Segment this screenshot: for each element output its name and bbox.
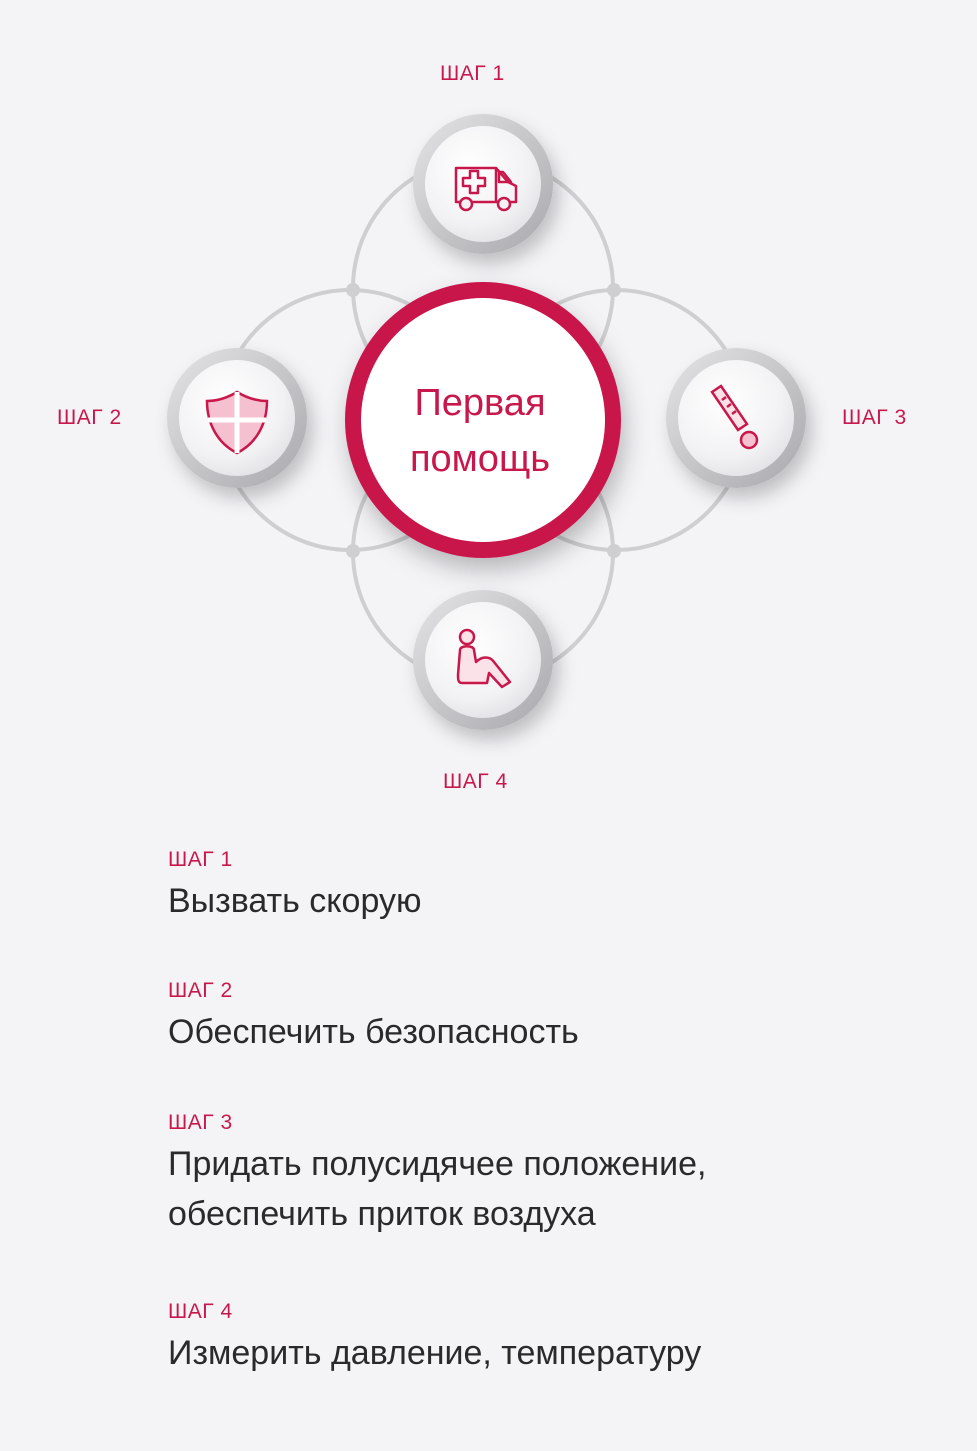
step4-diagram-label: ШАГ 4 [443,770,508,793]
step2-diagram-label: ШАГ 2 [57,406,122,429]
step-tag: ШАГ 3 [168,1111,233,1134]
step-text: Измерить давление, температуру [168,1334,702,1372]
step-item-4: ШАГ 4 Измерить давление, температуру [168,1300,701,1378]
step-item-2: ШАГ 2 Обеспечить безопасность [168,979,579,1057]
thermometer-icon [710,384,759,450]
center-node [345,282,621,558]
step-text: Обеспечить безопасность [168,1013,579,1051]
step-tag: ШАГ 4 [168,1300,233,1323]
step-text-line1: Придать полусидячее положение, [168,1145,707,1183]
shield-icon [205,390,269,455]
step-text: Вызвать скорую [168,882,422,920]
step-tag: ШАГ 2 [168,979,233,1002]
ring-intersection-dots [346,283,621,558]
diagram-graphic [167,114,806,730]
first-aid-diagram: ШАГ 1 ШАГ 2 ШАГ 3 ШАГ 4 Первая помощь [57,62,907,793]
step-item-1: ШАГ 1 Вызвать скорую [168,848,421,926]
step-text-line2: обеспечить приток воздуха [168,1195,596,1233]
step-tag: ШАГ 1 [168,848,233,871]
sitting-person-icon [456,628,512,689]
step3-diagram-label: ШАГ 3 [842,406,907,429]
center-title: Первая помощь [355,375,605,487]
step-item-3: ШАГ 3 Придать полусидячее положение, обе… [168,1111,706,1239]
center-title-line1: Первая [414,382,546,424]
center-title-line2: помощь [409,438,551,480]
ambulance-icon [454,166,518,212]
step1-diagram-label: ШАГ 1 [440,62,505,85]
step1-node [413,114,553,254]
